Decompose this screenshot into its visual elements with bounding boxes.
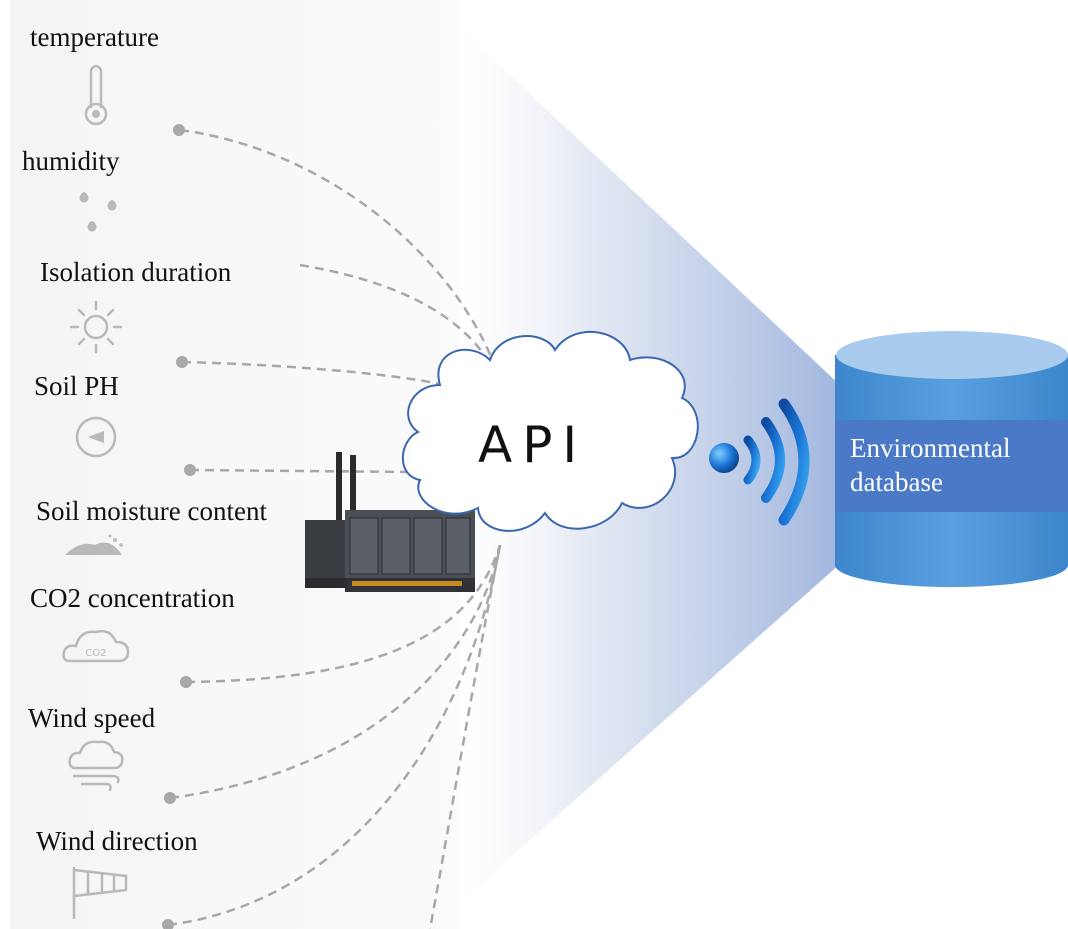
co2-icon-text: CO2 xyxy=(85,648,106,659)
sensor-label: Wind speed xyxy=(28,703,156,733)
connector-dots xyxy=(162,124,196,929)
sensor-label: temperature xyxy=(30,22,159,52)
sensor-label: humidity xyxy=(22,146,120,176)
connector-extra xyxy=(428,544,502,929)
sensor-label: Isolation duration xyxy=(40,257,232,287)
sensor-label: Soil moisture content xyxy=(36,496,267,526)
api-cloud xyxy=(401,331,699,532)
connector-temperature xyxy=(179,128,502,381)
connector-wind-direction xyxy=(167,544,502,927)
gauge-icon xyxy=(75,416,117,458)
wireless-signal-icon xyxy=(709,398,810,526)
database-label: Environmental database xyxy=(850,433,1011,497)
sensor-label: Wind direction xyxy=(36,826,198,856)
cloud-wind-icon xyxy=(68,740,124,792)
connector-dot xyxy=(184,464,196,476)
connector-dot xyxy=(176,356,188,368)
database-cylinder xyxy=(835,331,1068,588)
thermometer-icon xyxy=(84,64,108,126)
water-drops-icon xyxy=(79,192,117,232)
connector-soil-moisture xyxy=(189,468,416,474)
connector-dot xyxy=(164,792,176,804)
windsock-icon xyxy=(72,866,128,920)
sensor-connectors xyxy=(167,128,502,929)
connector-dot xyxy=(162,919,174,929)
sensor-icons: CO2 xyxy=(62,64,130,920)
connector-dot xyxy=(173,124,185,136)
sensor-label: Soil PH xyxy=(34,371,119,401)
connector-dot xyxy=(180,676,192,688)
co2-cloud-icon: CO2 xyxy=(62,629,130,663)
iot-gateway-device-icon xyxy=(305,452,475,592)
api-label: API xyxy=(478,416,588,474)
soil-icon xyxy=(65,534,123,555)
connector-soil-ph xyxy=(181,360,446,387)
sensor-label: CO2 concentration xyxy=(30,583,235,613)
sun-icon xyxy=(69,300,123,354)
connector-wind-speed xyxy=(169,544,502,800)
sensor-panel-background xyxy=(10,0,460,929)
connector-co2 xyxy=(185,544,502,684)
